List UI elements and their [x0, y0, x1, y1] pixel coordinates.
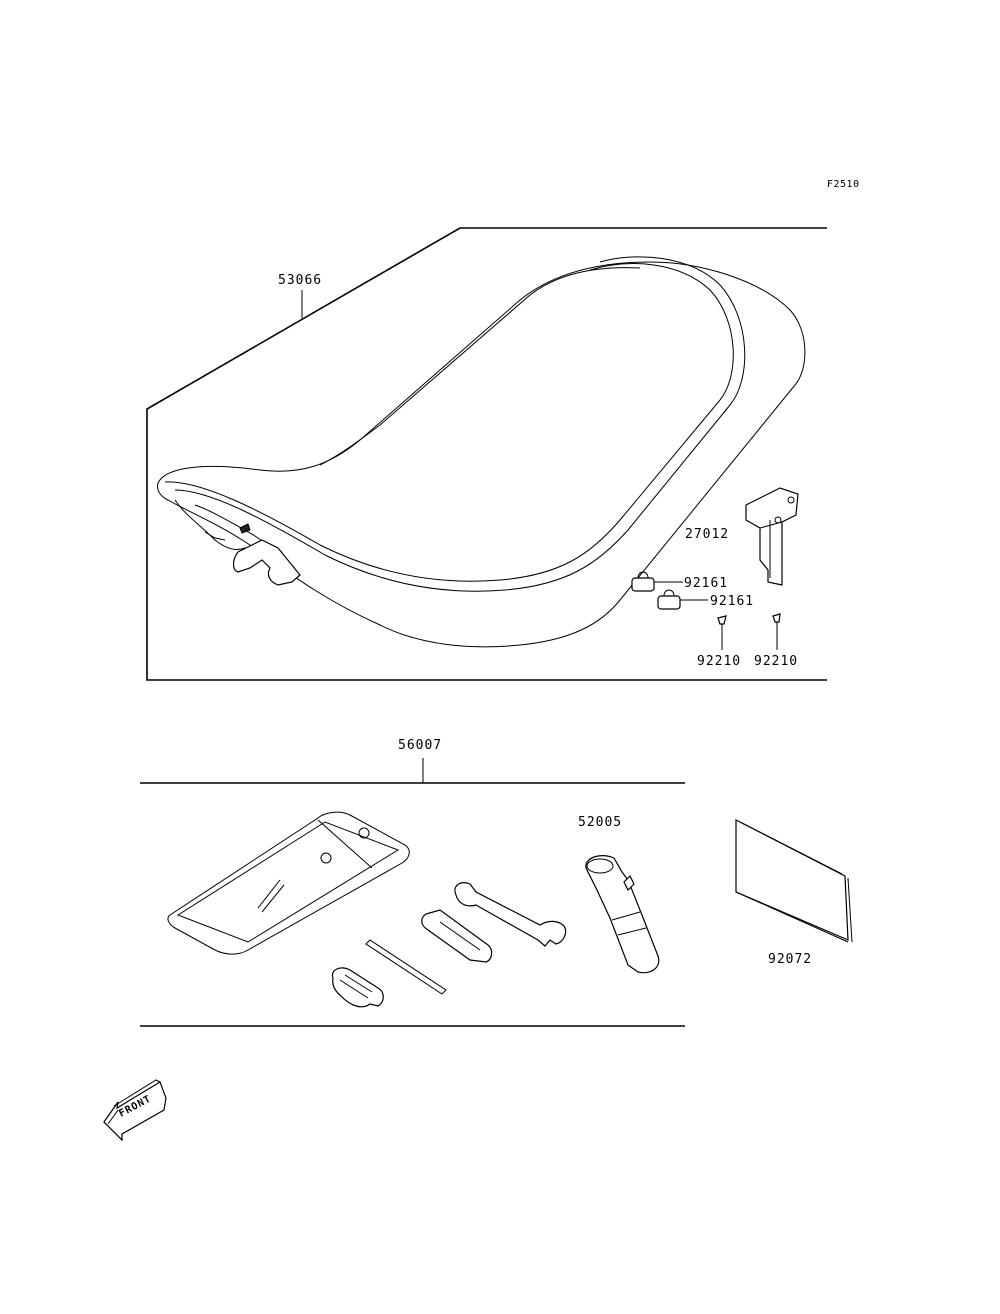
- part-label-screw-b: 92210: [754, 654, 799, 669]
- part-label-clip-b: 92161: [710, 594, 755, 609]
- part-label-clip-a: 92161: [684, 576, 729, 591]
- part-label-screw-a: 92210: [697, 654, 742, 669]
- seat-group-frame: [146, 227, 827, 681]
- front-arrow-icon: [103, 1079, 167, 1142]
- toolkit-frame: [140, 758, 685, 1027]
- wrench-drawings: [421, 882, 567, 963]
- manual-drawing: [735, 819, 853, 943]
- tool-bag-drawing: [167, 811, 410, 955]
- part-label-manual: 92072: [768, 952, 813, 967]
- part-label-seat: 53066: [278, 273, 323, 288]
- figure-code: F2510: [827, 179, 860, 190]
- part-label-spark-plug-wrench: 52005: [578, 815, 623, 830]
- part-label-tool-kit: 56007: [398, 738, 443, 753]
- hook-drawing: [745, 487, 799, 586]
- screw-drawings: [717, 613, 781, 650]
- spark-plug-wrench-drawing: [585, 855, 660, 974]
- seat-drawing: [157, 256, 806, 648]
- clip-drawings: [631, 571, 708, 610]
- screwdriver-drawing: [331, 939, 447, 1008]
- part-label-hook: 27012: [685, 527, 730, 542]
